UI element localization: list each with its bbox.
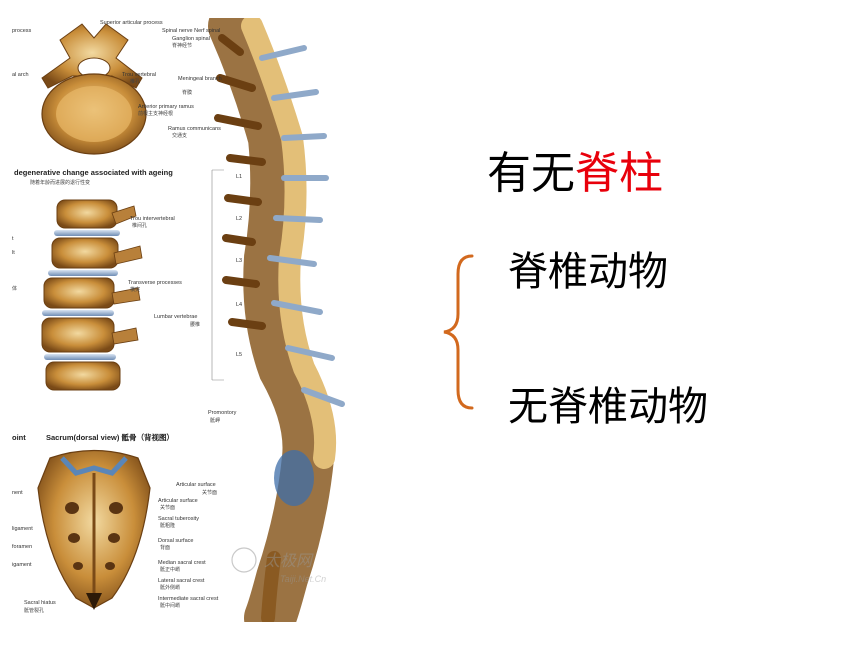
label-sacral-tuberosity: Sacral tuberosity	[158, 516, 199, 522]
spine-anatomy-illustration: process Superior articular process Spina…	[12, 0, 390, 644]
label-articular-surface-2-cn: 关节面	[160, 504, 175, 511]
label-intermediate-crest-cn: 骶中间嵴	[160, 602, 180, 609]
vertebra-superior-view	[41, 23, 147, 155]
label-left-nent: nent	[12, 490, 23, 496]
label-lateral-crest-cn: 骶外侧嵴	[160, 584, 180, 591]
label-sacral-hiatus-cn: 骶管裂孔	[24, 607, 44, 614]
section-sacrum-title: Sacrum(dorsal view) 骶骨（背视图）	[46, 432, 174, 442]
label-process: process	[12, 28, 32, 34]
label-anterior-ramus: Anterior primary ramus	[138, 104, 194, 110]
label-level-l1: L1	[236, 174, 242, 180]
label-lumbar-cn: 腰椎	[190, 321, 200, 328]
label-oint: oint	[12, 433, 26, 442]
label-trou-vertebral: Trou vertebral	[122, 72, 156, 78]
label-spinal-nerve: Spinal nerve Nerf spinal	[162, 28, 220, 34]
watermark-url: Taiji.Net.Cn	[280, 574, 326, 584]
watermark-cn: 太极网	[264, 551, 314, 570]
watermark: 太极网 Taiji.Net.Cn	[231, 547, 326, 584]
label-dorsal-surface-cn: 背面	[160, 544, 170, 551]
label-lumbar: Lumbar vertebrae	[154, 314, 197, 320]
label-ganglion-cn: 脊神经节	[172, 42, 192, 49]
question-title: 有无脊柱	[487, 146, 663, 202]
spine-lateral-view	[208, 0, 345, 644]
label-level-l3: L3	[236, 258, 242, 264]
label-trou-vertebral-cn: 椎孔	[130, 78, 140, 85]
label-articular-surface-cn: 关节面	[202, 489, 217, 496]
label-level-l5: L5	[236, 352, 242, 358]
label-promontory-cn: 骶岬	[210, 417, 220, 424]
lumbar-degenerative-column	[41, 199, 143, 391]
label-trou-intervertebral-cn: 椎间孔	[132, 222, 147, 229]
label-median-crest: Median sacral crest	[158, 560, 206, 566]
category-invertebrate: 无脊椎动物	[508, 384, 708, 430]
label-ganglion: Ganglion spinal	[172, 36, 210, 42]
label-left-mark-1: t	[12, 236, 14, 242]
label-left-igament: igament	[12, 562, 32, 568]
label-left-mark-3: 体	[12, 285, 17, 292]
label-meningeal-cn: 脊膜	[182, 89, 192, 96]
label-transverse-cn: 横突	[130, 286, 140, 293]
label-left-ligament: ligament	[12, 526, 33, 532]
label-articular-surface: Articular surface	[176, 482, 216, 488]
title-prefix: 有无	[487, 148, 575, 199]
title-highlight: 脊柱	[575, 148, 663, 199]
section-degenerative-title-cn: 随着年龄而进展的退行性变	[30, 179, 90, 186]
spine-anatomy-svg: process Superior articular process Spina…	[12, 0, 345, 644]
label-lateral-crest: Lateral sacral crest	[158, 578, 205, 584]
category-vertebrate: 脊椎动物	[508, 249, 668, 295]
label-sacral-tuberosity-cn: 骶粗隆	[160, 522, 175, 529]
label-left-mark-2: lt	[12, 250, 15, 256]
label-promontory: Promontory	[208, 410, 237, 416]
label-superior-articular: Superior articular process	[100, 20, 163, 26]
label-left-foramen: foramen	[12, 544, 32, 550]
curly-brace	[443, 254, 474, 410]
label-intermediate-crest: Intermediate sacral crest	[158, 596, 219, 602]
label-sacral-hiatus: Sacral hiatus	[24, 600, 56, 606]
label-anterior-ramus-cn: 前根主支神经根	[138, 110, 173, 117]
label-level-l2: L2	[236, 216, 242, 222]
label-arch: al arch	[12, 72, 29, 78]
label-dorsal-surface: Dorsal surface	[158, 538, 193, 544]
label-articular-surface-2: Articular surface	[158, 498, 198, 504]
label-transverse: Transverse processes	[128, 280, 182, 286]
section-degenerative-title: degenerative change associated with agei…	[14, 168, 173, 177]
sacrum-dorsal-view	[37, 449, 151, 610]
label-ramus-communicans: Ramus communicans	[168, 126, 221, 132]
label-level-l4: L4	[236, 302, 242, 308]
label-ramus-cn: 交通支	[172, 132, 187, 139]
label-trou-intervertebral: Trou intervertebral	[130, 216, 175, 222]
label-median-crest-cn: 骶正中嵴	[160, 566, 180, 573]
label-meningeal: Meningeal branch	[178, 76, 222, 82]
